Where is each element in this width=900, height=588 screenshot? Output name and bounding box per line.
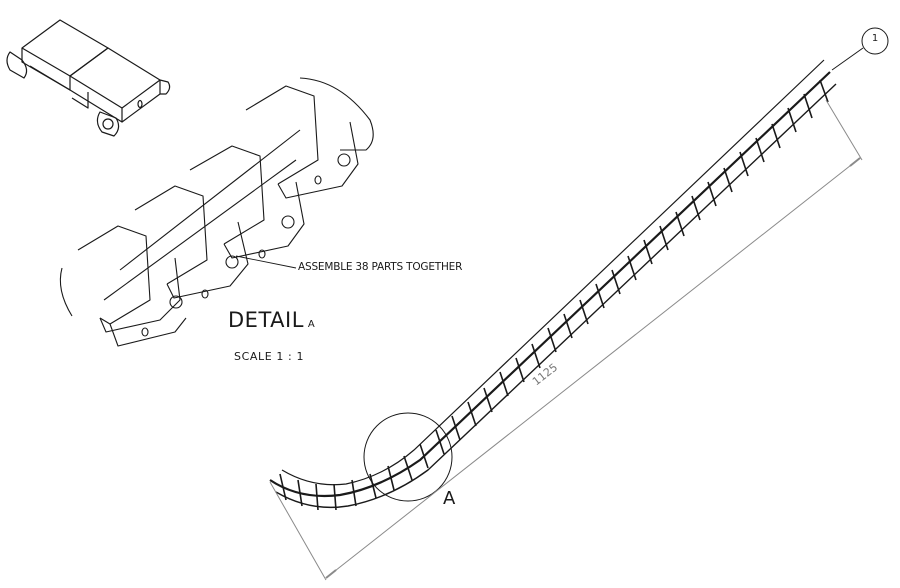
detail-scale: SCALE 1 : 1 [234, 350, 305, 363]
detail-title-text: DETAIL [228, 308, 304, 332]
detail-label: A [307, 319, 316, 330]
balloon-number: 1 [871, 33, 879, 44]
assembly-note: ASSEMBLE 38 PARTS TOGETHER [298, 261, 463, 273]
main-chain [269, 59, 837, 509]
detail-circle [363, 412, 453, 502]
balloon-1 [831, 27, 889, 71]
section-marker-label: A [443, 488, 456, 509]
main-chain-links [279, 79, 829, 511]
dimension-1125 [269, 99, 863, 581]
detail-a-chain [59, 77, 374, 347]
single-link-isometric [6, 19, 171, 137]
